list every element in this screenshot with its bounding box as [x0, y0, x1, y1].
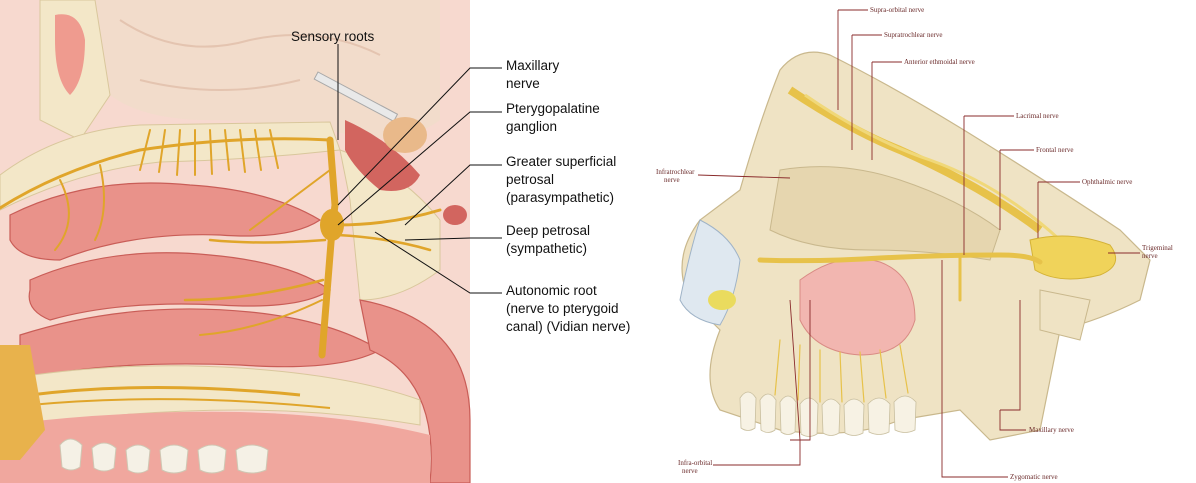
label-gsp-1: Greater superficial [506, 154, 616, 169]
label-gsp-2: petrosal [506, 172, 554, 187]
label-gsp-3: (parasympathetic) [506, 190, 614, 205]
label-zygomatic-nerve: Zygomatic nerve [1010, 473, 1058, 481]
right-illustration [680, 52, 1150, 440]
label-deep-petrosal-2: (sympathetic) [506, 241, 587, 256]
label-anterior-ethmoidal-nerve: Anterior ethmoidal nerve [904, 58, 975, 66]
label-frontal-nerve: Frontal nerve [1036, 146, 1074, 154]
label-autonomic-root-1: Autonomic root [506, 283, 597, 298]
label-lacrimal-nerve: Lacrimal nerve [1016, 112, 1059, 120]
label-autonomic-root-3: canal) (Vidian nerve) [506, 319, 630, 334]
label-maxillary-nerve-2: nerve [506, 76, 540, 91]
label-infraorbital-nerve-2: nerve [682, 467, 698, 475]
label-supratrochlear-nerve: Supratrochlear nerve [884, 31, 943, 39]
label-infraorbital-nerve-1: Infra-orbital [678, 459, 712, 467]
label-pterygopalatine-1: Pterygopalatine [506, 101, 600, 116]
label-trigeminal-nerve-1: Trigeminal [1142, 244, 1173, 252]
trigeminal-ganglion-shape [1030, 236, 1116, 279]
label-supraorbital-nerve: Supra-orbital nerve [870, 6, 924, 14]
label-maxillary-nerve-1: Maxillary [506, 58, 560, 73]
left-illustration [0, 0, 502, 483]
label-sensory-roots: Sensory roots [291, 29, 375, 44]
label-autonomic-root-2: (nerve to pterygoid [506, 301, 619, 316]
label-deep-petrosal-1: Deep petrosal [506, 223, 590, 238]
label-maxillary-nerve: Maxillary nerve [1029, 426, 1074, 434]
label-trigeminal-nerve-2: nerve [1142, 252, 1158, 260]
label-pterygopalatine-2: ganglion [506, 119, 557, 134]
label-ophthalmic-nerve: Ophthalmic nerve [1082, 178, 1132, 186]
label-infratrochlear-nerve-1: Infratrochlear [656, 168, 695, 176]
maxillary-sinus [800, 259, 915, 355]
label-infratrochlear-nerve-2: nerve [664, 176, 680, 184]
